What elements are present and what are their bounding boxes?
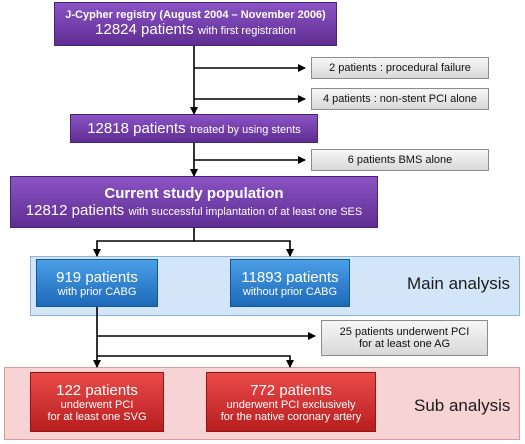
native-artery-detail1: underwent PCI exclusively: [226, 398, 356, 411]
without-cabg-count: 11893 patients: [241, 268, 339, 286]
svg-pci-detail2: for at least one SVG: [47, 410, 147, 423]
svg-pci-box: 122 patients underwent PCI for at least …: [30, 372, 164, 432]
population-count-line: 12812 patients with successful implantat…: [26, 202, 362, 220]
non-stent-pci-text: 4 patients : non-stent PCI alone: [322, 93, 478, 105]
population-count: 12812 patients: [25, 201, 125, 219]
svg-pci-detail1: underwent PCI: [60, 398, 134, 411]
svg-pci-count: 122 patients: [56, 381, 138, 399]
stents-detail: treated by using stents: [190, 123, 301, 136]
bms-alone-text: 6 patients BMS alone: [347, 154, 453, 166]
population-title: Current study population: [104, 184, 284, 202]
population-detail: with successful implantation of at least…: [128, 205, 363, 218]
arrow-split-main: [93, 228, 195, 257]
native-artery-box: 772 patients underwent PCI exclusively f…: [206, 372, 376, 432]
main-analysis-label: Main analysis: [407, 274, 510, 293]
without-cabg-detail: without prior CABG: [242, 285, 338, 298]
prior-cabg-box: 919 patients with prior CABG: [36, 259, 158, 307]
arrow-split-sub: [97, 355, 294, 368]
ag-exclusion-box: 25 patients underwent PCI for at least o…: [321, 320, 488, 356]
ag-exclusion-line2: for at least one AG: [358, 338, 451, 350]
bms-alone-box: 6 patients BMS alone: [311, 149, 489, 171]
prior-cabg-detail: with prior CABG: [57, 285, 137, 298]
native-artery-count: 772 patients: [250, 381, 332, 399]
stents-box: 12818 patients treated by using stents: [70, 114, 318, 143]
arrow-split-without: [194, 240, 294, 257]
non-stent-pci-box: 4 patients : non-stent PCI alone: [311, 88, 489, 110]
registry-title: J-Cypher registry (August 2004 – Novembe…: [65, 9, 326, 21]
stents-count: 12818 patients: [87, 119, 186, 137]
stents-line: 12818 patients treated by using stents: [87, 120, 301, 138]
registry-count-line: 12824 patients with first registration: [95, 21, 296, 39]
sub-analysis-label: Sub analysis: [414, 396, 511, 415]
registry-detail: with first registration: [198, 25, 296, 37]
procedural-failure-box: 2 patients : procedural failure: [311, 57, 489, 79]
registry-box: J-Cypher registry (August 2004 – Novembe…: [54, 2, 337, 46]
procedural-failure-text: 2 patients : procedural failure: [329, 62, 471, 74]
without-prior-cabg-box: 11893 patients without prior CABG: [230, 259, 350, 307]
prior-cabg-count: 919 patients: [56, 268, 138, 286]
registry-count: 12824 patients: [95, 21, 194, 38]
study-population-box: Current study population 12812 patients …: [10, 176, 378, 228]
ag-exclusion-line1: 25 patients underwent PCI: [339, 326, 470, 338]
native-artery-detail2: for the native coronary artery: [220, 410, 362, 423]
